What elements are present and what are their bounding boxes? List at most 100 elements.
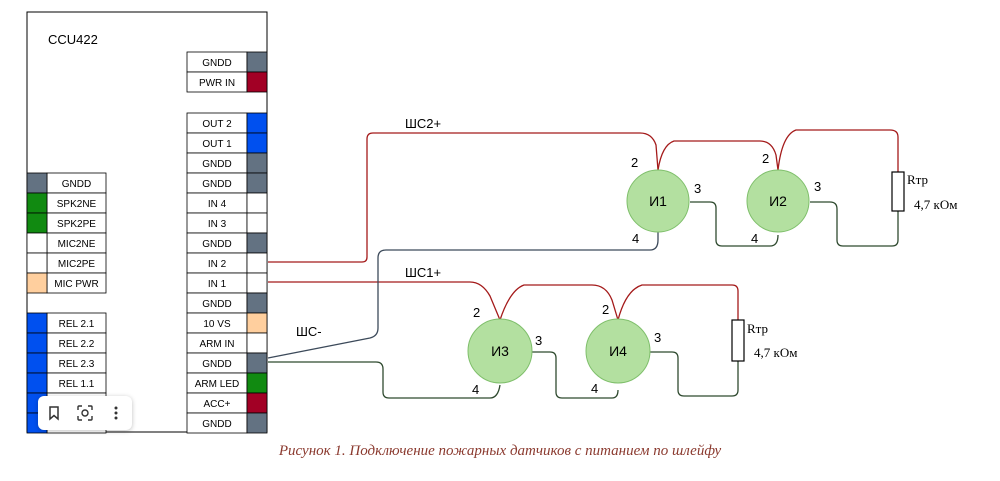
pin-color-swatch (26, 352, 48, 374)
terminal-pin: GNDD (186, 152, 268, 174)
wire-shs2-i2-r (810, 201, 899, 247)
pin-color-swatch (246, 392, 268, 414)
terminal-pin: GNDD (186, 352, 268, 374)
terminal-pin: IN 1 (186, 272, 268, 294)
pin-color-swatch (26, 332, 48, 354)
terminal-pin: MIC2PE (26, 252, 107, 274)
wire-shs1-gnd (268, 361, 501, 399)
pin-num: 4 (472, 382, 479, 397)
terminal-pin: REL 1.1 (26, 372, 107, 394)
terminal-pin: REL 2.3 (26, 352, 107, 374)
pin-label: MIC PWR (54, 279, 98, 290)
terminal-pin: SPK2NE (26, 192, 107, 214)
pin-color-swatch (246, 252, 268, 274)
sensor-i3: И3 (467, 318, 533, 384)
pin-color-swatch (246, 352, 268, 374)
terminal-pin: OUT 1 (186, 132, 268, 154)
pin-label: PWR IN (199, 78, 235, 89)
pin-color-swatch (246, 272, 268, 294)
sensor-i2: И2 (746, 169, 810, 233)
pin-color-swatch (246, 71, 268, 93)
pin-label: IN 2 (208, 259, 227, 270)
terminal-pin: REL 2.1 (26, 312, 107, 334)
pin-color-swatch (26, 172, 48, 194)
pin-color-swatch (246, 292, 268, 314)
pin-label: MIC2NE (58, 239, 96, 250)
more-vertical-icon[interactable] (104, 401, 128, 425)
pin-color-swatch (246, 112, 268, 134)
pin-num: 3 (814, 179, 821, 194)
pin-color-swatch (246, 212, 268, 234)
terminal-pin: MIC PWR (26, 272, 107, 294)
pin-numbers: 2 3 4 2 3 4 2 3 4 2 3 4 (472, 151, 821, 397)
pin-color-swatch (246, 132, 268, 154)
pin-num: 2 (473, 305, 480, 320)
pin-num: 3 (654, 330, 661, 345)
bookmark-icon[interactable] (42, 401, 66, 425)
wire-shs1-i4-r (650, 351, 739, 397)
wire-shs2-i1-i2 (690, 201, 779, 247)
loop-label-shs-minus: ШС- (296, 324, 322, 339)
terminal-pin: IN 4 (186, 192, 268, 214)
terminal-pin: GNDD (26, 172, 107, 194)
resistor-2-value: 4,7 кОм (754, 345, 797, 360)
terminal-pin: GNDD (186, 412, 268, 434)
pin-label: GNDD (202, 299, 231, 310)
wire-shs2-plus-i2-r (777, 129, 899, 172)
pin-color-swatch (26, 272, 48, 294)
wires (267, 129, 899, 399)
wire-shs1-plus (268, 281, 501, 321)
pin-num: 2 (631, 155, 638, 170)
pin-label: GNDD (202, 58, 231, 69)
pin-label: REL 2.1 (59, 319, 95, 330)
pin-color-swatch (26, 232, 48, 254)
pin-color-swatch (246, 412, 268, 434)
pin-color-swatch (246, 192, 268, 214)
terminal-pin: OUT 2 (186, 112, 268, 134)
pin-color-swatch (26, 312, 48, 334)
lens-search-icon[interactable] (73, 401, 97, 425)
pin-color-swatch (26, 212, 48, 234)
pin-num: 3 (694, 181, 701, 196)
wire-shs-minus (267, 232, 659, 359)
resistor-2 (731, 319, 745, 362)
terminal-pin: MIC2NE (26, 232, 107, 254)
pin-label: IN 4 (208, 199, 227, 210)
pin-label: REL 2.3 (59, 359, 95, 370)
terminal-pin: SPK2PE (26, 212, 107, 234)
pin-num: 4 (591, 381, 598, 396)
terminal-pin: ARM IN (186, 332, 268, 354)
pin-color-swatch (26, 252, 48, 274)
wire-shs2-plus-i1-i2 (657, 140, 779, 171)
pin-label: OUT 1 (202, 139, 232, 150)
pin-label: GNDD (202, 239, 231, 250)
sensor-i1: И1 (626, 169, 690, 233)
wire-shs1-i3-i4 (532, 351, 619, 399)
wire-shs1-plus-i3-i4 (499, 284, 619, 321)
figure-caption: Рисунок 1. Подключение пожарных датчиков… (278, 443, 722, 459)
pin-label: IN 3 (208, 219, 227, 230)
terminal-pin: REL 2.2 (26, 332, 107, 354)
pin-num: 4 (632, 231, 639, 246)
terminal-pin: IN 3 (186, 212, 268, 234)
terminal-pin: GNDD (186, 292, 268, 314)
pin-color-swatch (246, 332, 268, 354)
pin-label: OUT 2 (202, 119, 232, 130)
pin-num: 3 (535, 333, 542, 348)
pin-label: SPK2NE (57, 199, 97, 210)
pin-color-swatch (246, 51, 268, 73)
pin-num: 2 (602, 302, 609, 317)
loop-label-shs2: ШС2+ (405, 116, 441, 131)
pin-color-swatch (246, 172, 268, 194)
pin-label: SPK2PE (57, 219, 96, 230)
pin-label: GNDD (202, 359, 231, 370)
pin-color-swatch (26, 192, 48, 214)
pin-label: REL 1.1 (59, 379, 95, 390)
wire-shs2-plus (268, 132, 659, 263)
sensor-i1-label: И1 (649, 193, 667, 209)
wire-shs1-plus-i4-r (617, 284, 739, 321)
pin-label: ACC+ (204, 399, 231, 410)
terminal-pin: 10 VS (186, 312, 268, 334)
pin-label: IN 1 (208, 279, 227, 290)
